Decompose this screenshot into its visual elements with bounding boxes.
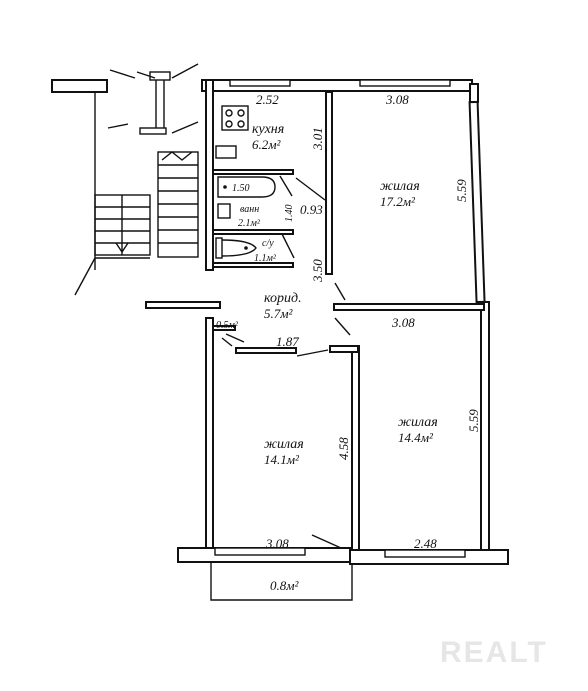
dimension-labels: 2.52 3.01 3.08 5.59 1.50 1.40 0.93 3.50 …: [232, 92, 481, 551]
fixtures: [215, 105, 295, 347]
living-3-name: жилая: [264, 437, 304, 452]
stair-diag-4: [107, 123, 129, 129]
dim-bathtub-length: 1.50: [232, 183, 250, 194]
stove-burner: [225, 109, 233, 117]
stair-diag-5: [171, 121, 199, 134]
door-living1-leaf: [334, 282, 346, 301]
wall-bath-wc: [212, 229, 294, 235]
kitchen-name: кухня: [252, 122, 284, 137]
kitchen-area: 6.2м²: [252, 137, 282, 152]
dim-kitchen-top: 2.52: [256, 92, 279, 107]
stair-diag-1: [109, 69, 136, 79]
wall-right-upper: [468, 100, 486, 304]
interior-walls: [212, 91, 485, 553]
dim-door-width: 0.93: [300, 202, 323, 217]
door-bath-leaf: [279, 175, 293, 197]
stair-wall-top: [51, 79, 108, 93]
dim-living3-bottom: 3.08: [265, 536, 289, 551]
stove-burner: [237, 120, 245, 128]
stove-burner: [237, 109, 245, 117]
stair-column: [155, 74, 165, 134]
wall-closet-bottom: [235, 347, 297, 354]
stair-arrow-head: [161, 151, 193, 161]
toilet: [217, 239, 257, 257]
stair-diag-6: [74, 257, 96, 296]
dim-living1-top: 3.08: [385, 92, 409, 107]
wc-area: 1.1м²: [254, 253, 277, 264]
wall-right-cap: [469, 83, 479, 103]
stair-arrow-down: [115, 242, 129, 254]
balcony-outline: [210, 562, 353, 601]
wall-kitchen-bath: [212, 169, 294, 175]
closet-mark: [221, 337, 233, 347]
living-1-name: жилая: [380, 179, 420, 194]
dim-living1-side: 5.59: [454, 179, 469, 202]
toilet-mark: [244, 246, 248, 250]
dim-corridor-bottom: 1.87: [276, 334, 299, 349]
outer-walls: [145, 79, 490, 553]
stairwell: [51, 63, 199, 296]
wall-living2-living3: [351, 345, 360, 551]
living-2-name: жилая: [398, 415, 438, 430]
wall-wc-corridor: [212, 262, 294, 268]
bottom-walls: [177, 547, 509, 601]
wall-closet-top: [212, 325, 236, 331]
room-labels: кухня 6.2м² ванн 2.1м² с/у 1.1м² корид. …: [216, 122, 438, 593]
wall-landing: [145, 301, 221, 309]
window-living-3: [214, 547, 306, 556]
corridor-name: корид.: [264, 291, 302, 306]
dim-living2-top: 3.08: [391, 315, 415, 330]
closet-area: 0.5м²: [216, 320, 239, 331]
bath-area: 2.1м²: [238, 218, 261, 229]
wall-living1-living2: [333, 303, 485, 311]
wall-right-lower: [480, 301, 490, 553]
watermark: REALT: [440, 636, 548, 669]
wc-name: с/у: [262, 238, 274, 249]
dim-living2-bottom: 2.48: [414, 536, 437, 551]
bathtub-drain: [223, 185, 227, 189]
stove: [221, 105, 249, 131]
door-closet-leaf: [225, 333, 245, 343]
stair-column-cap: [149, 71, 171, 81]
bathtub: [217, 176, 276, 198]
door-living3-leaf: [296, 349, 329, 357]
window-kitchen: [229, 79, 291, 87]
dim-living3-side: 4.58: [336, 437, 351, 460]
door-living2-leaf: [334, 317, 351, 336]
stair-ledge: [139, 127, 167, 135]
wall-left-upper: [205, 79, 214, 271]
dim-bath-width: 1.40: [284, 205, 295, 223]
door-wc-leaf: [281, 233, 295, 259]
balcony-area: 0.8м²: [270, 578, 300, 593]
dim-corridor-side: 3.50: [310, 259, 325, 283]
toilet-tank: [215, 237, 223, 259]
stair-diag-2: [136, 71, 156, 79]
corridor-area: 5.7м²: [264, 306, 294, 321]
bath-sink: [217, 203, 231, 219]
stair-diag-3: [171, 63, 199, 79]
living-3-area: 14.1м²: [264, 452, 300, 467]
wall-kitchen-living1: [325, 91, 333, 275]
kitchen-sink: [215, 145, 237, 159]
wall-left-lower: [205, 317, 214, 551]
living-1-area: 17.2м²: [380, 194, 416, 209]
door-kitchen-leaf: [295, 177, 326, 201]
living-2-area: 14.4м²: [398, 430, 434, 445]
wall-door-jamb: [329, 345, 359, 353]
dim-kitchen-side: 3.01: [310, 127, 325, 151]
dim-living2-side: 5.59: [466, 409, 481, 432]
window-living-2: [384, 549, 466, 558]
stove-burner: [225, 120, 233, 128]
bath-name: ванн: [240, 204, 259, 215]
window-living-1: [359, 79, 451, 87]
